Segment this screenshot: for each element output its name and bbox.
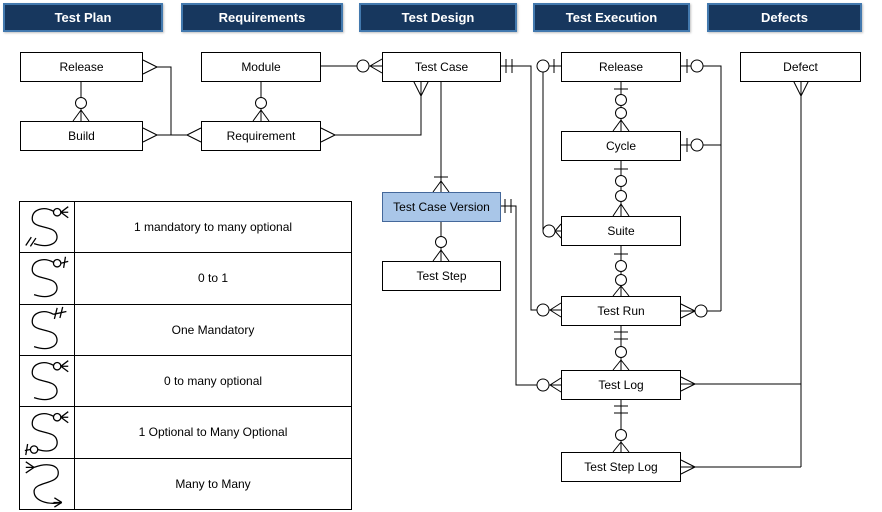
section-header-defects[interactable]: Defects	[707, 3, 862, 32]
edge-testlog-teststeplog[interactable]	[612, 398, 630, 453]
entity-defect[interactable]: Defect	[740, 52, 861, 82]
legend-label: Many to Many	[175, 476, 251, 491]
legend-row[interactable]: 1 mandatory to many optional	[20, 202, 351, 253]
section-header-test-plan[interactable]: Test Plan	[3, 3, 163, 32]
edge-testlog-defect[interactable]	[680, 376, 801, 392]
edge-cycle-suite[interactable]	[612, 159, 630, 217]
legend-row[interactable]: 0 to many optional	[20, 354, 351, 407]
edge-module-requirement[interactable]	[252, 80, 270, 122]
section-header-test-execution[interactable]: Test Execution	[533, 3, 690, 32]
edge-defect-testlogs[interactable]	[792, 79, 810, 467]
notation-legend[interactable]: 1 mandatory to many optional 0 to 1 One …	[19, 201, 352, 510]
edge-testcase-testrun[interactable]	[501, 59, 562, 318]
edge-release-build[interactable]	[72, 80, 90, 122]
entity-suite[interactable]: Suite	[561, 216, 681, 246]
entity-test-step-log[interactable]: Test Step Log	[561, 452, 681, 482]
edge-release-suite[interactable]	[536, 59, 562, 239]
entity-test-step[interactable]: Test Step	[382, 261, 501, 291]
entity-test-case-version[interactable]: Test Case Version	[382, 192, 501, 222]
legend-label: 1 mandatory to many optional	[133, 220, 293, 235]
entity-test-run[interactable]: Test Run	[561, 296, 681, 326]
legend-label: 1 Optional to Many Optional	[138, 425, 288, 440]
edge-release-testrun-right[interactable]	[681, 59, 722, 311]
edge-build-requirement[interactable]	[142, 127, 202, 143]
entity-build[interactable]: Build	[20, 121, 143, 151]
edge-cycle-right[interactable]	[681, 138, 721, 152]
legend-row[interactable]: 1 Optional to Many Optional	[20, 406, 351, 458]
entity-release-testexecution[interactable]: Release	[561, 52, 681, 82]
many-to-many-icon	[20, 458, 75, 509]
legend-row[interactable]: One Mandatory	[20, 303, 351, 355]
entity-cycle[interactable]: Cycle	[561, 131, 681, 161]
section-header-requirements[interactable]: Requirements	[181, 3, 343, 32]
edge-testrun-testlog[interactable]	[612, 324, 630, 371]
legend-label: 0 to 1	[197, 271, 229, 286]
edge-testcaseversion-testlog[interactable]	[501, 199, 562, 393]
entity-test-log[interactable]: Test Log	[561, 370, 681, 400]
edge-module-testcase[interactable]	[321, 58, 383, 74]
edge-teststeplog-defect[interactable]	[680, 459, 801, 475]
edge-release-cycle[interactable]	[612, 80, 630, 132]
zero-to-many-optional-icon	[20, 355, 75, 407]
entity-requirement[interactable]: Requirement	[201, 121, 321, 151]
edge-testrun-right[interactable]	[680, 303, 721, 319]
one-mandatory-icon	[20, 304, 75, 355]
edge-testcaseversion-teststep[interactable]	[432, 220, 450, 262]
one-mandatory-to-many-optional-icon	[20, 202, 75, 253]
edge-release-requirement[interactable]	[142, 59, 172, 135]
zero-to-one-icon	[20, 253, 75, 304]
one-optional-to-many-optional-icon	[20, 407, 75, 458]
edge-testcase-testcaseversion[interactable]	[432, 80, 450, 193]
edge-suite-testrun[interactable]	[612, 244, 630, 297]
edge-requirement-testcase[interactable]	[320, 79, 430, 143]
legend-label: 0 to many optional	[163, 374, 263, 389]
legend-row[interactable]: Many to Many	[20, 457, 351, 509]
section-header-test-design[interactable]: Test Design	[359, 3, 517, 32]
entity-module[interactable]: Module	[201, 52, 321, 82]
legend-row[interactable]: 0 to 1	[20, 252, 351, 304]
entity-release-testplan[interactable]: Release	[20, 52, 143, 82]
entity-test-case[interactable]: Test Case	[382, 52, 501, 82]
legend-label: One Mandatory	[171, 322, 255, 337]
